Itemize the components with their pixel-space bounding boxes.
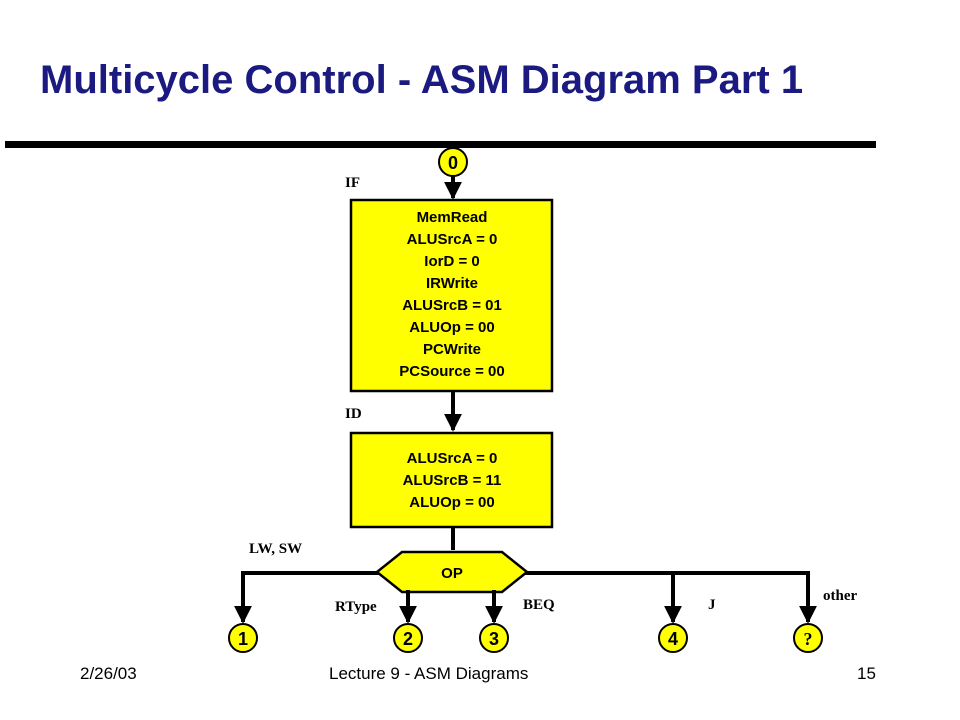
title-divider xyxy=(5,141,876,148)
next-state-label-2: 2 xyxy=(403,629,413,649)
branch-label-j: J xyxy=(708,597,716,613)
if-state-label: IF xyxy=(345,175,360,191)
next-state-circle-4 xyxy=(658,623,688,653)
id-box-line: ALUOp = 00 xyxy=(409,494,494,511)
if-box-line: PCSource = 00 xyxy=(399,363,504,380)
next-state-circle-1 xyxy=(228,623,258,653)
branch-label-lw-sw: LW, SW xyxy=(249,541,302,557)
branch-label-rtype: RType xyxy=(335,599,377,615)
next-state-label-other: ? xyxy=(804,629,813,649)
op-decision-label: OP xyxy=(441,565,463,582)
start-state-label: 0 xyxy=(448,153,458,173)
id-box-line: ALUSrcA = 0 xyxy=(407,450,498,467)
if-box-line: ALUOp = 00 xyxy=(409,319,494,336)
if-box-line: IorD = 0 xyxy=(424,253,479,270)
footer-date: 2/26/03 xyxy=(80,664,137,683)
branch-label-beq: BEQ xyxy=(523,597,555,613)
if-state-box xyxy=(349,198,554,393)
branch-label-other: other xyxy=(823,588,857,604)
if-box-line: PCWrite xyxy=(423,341,481,358)
id-box-line: ALUSrcB = 11 xyxy=(403,472,502,489)
id-state-label: ID xyxy=(345,406,362,422)
next-state-circle-2 xyxy=(393,623,423,653)
footer-lecture-title: Lecture 9 - ASM Diagrams xyxy=(329,664,529,683)
next-state-circle-other xyxy=(793,623,823,653)
id-state-box xyxy=(349,431,554,529)
slide-title: Multicycle Control - ASM Diagram Part 1 xyxy=(40,58,804,102)
op-decision-hexagon xyxy=(374,550,530,594)
if-box-line: ALUSrcB = 01 xyxy=(402,297,502,314)
if-box-line: MemRead xyxy=(417,209,488,226)
next-state-label-3: 3 xyxy=(489,629,499,649)
next-state-label-1: 1 xyxy=(238,629,248,649)
next-state-label-4: 4 xyxy=(668,629,678,649)
if-box-line: ALUSrcA = 0 xyxy=(407,231,498,248)
footer-page-number: 15 xyxy=(857,664,876,683)
if-box-line: IRWrite xyxy=(426,275,478,292)
next-state-circle-3 xyxy=(479,623,509,653)
